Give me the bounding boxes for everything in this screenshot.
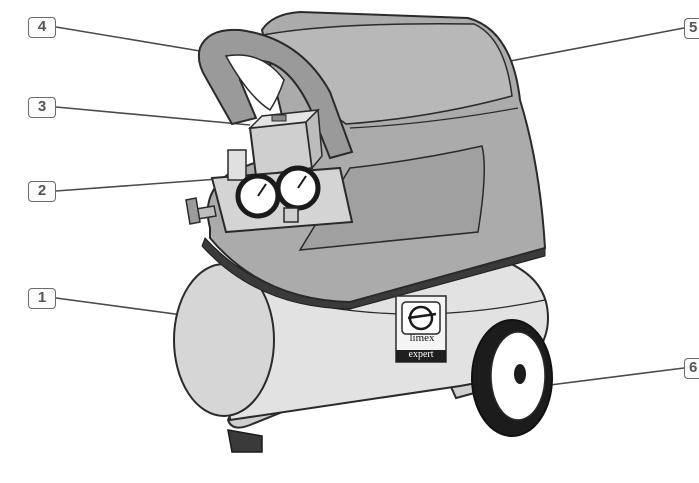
foot-pad xyxy=(228,430,262,452)
brand-line: expert xyxy=(398,349,444,360)
leader-line-3 xyxy=(56,107,250,125)
leader-line-5 xyxy=(500,28,684,63)
callout-4: 4 xyxy=(28,17,56,38)
wheel xyxy=(472,320,552,436)
callout-6: 6 xyxy=(684,358,699,379)
leader-line-4 xyxy=(56,27,206,52)
brand-name: limex xyxy=(400,332,444,344)
leader-line-2 xyxy=(56,178,232,191)
callout-3: 3 xyxy=(28,97,56,118)
callout-2: 2 xyxy=(28,181,56,202)
callout-1: 1 xyxy=(28,288,56,309)
leader-line-6 xyxy=(550,368,684,385)
outlet-coupler xyxy=(186,198,200,224)
pressure-switch xyxy=(250,110,322,176)
callout-5: 5 xyxy=(684,18,699,39)
